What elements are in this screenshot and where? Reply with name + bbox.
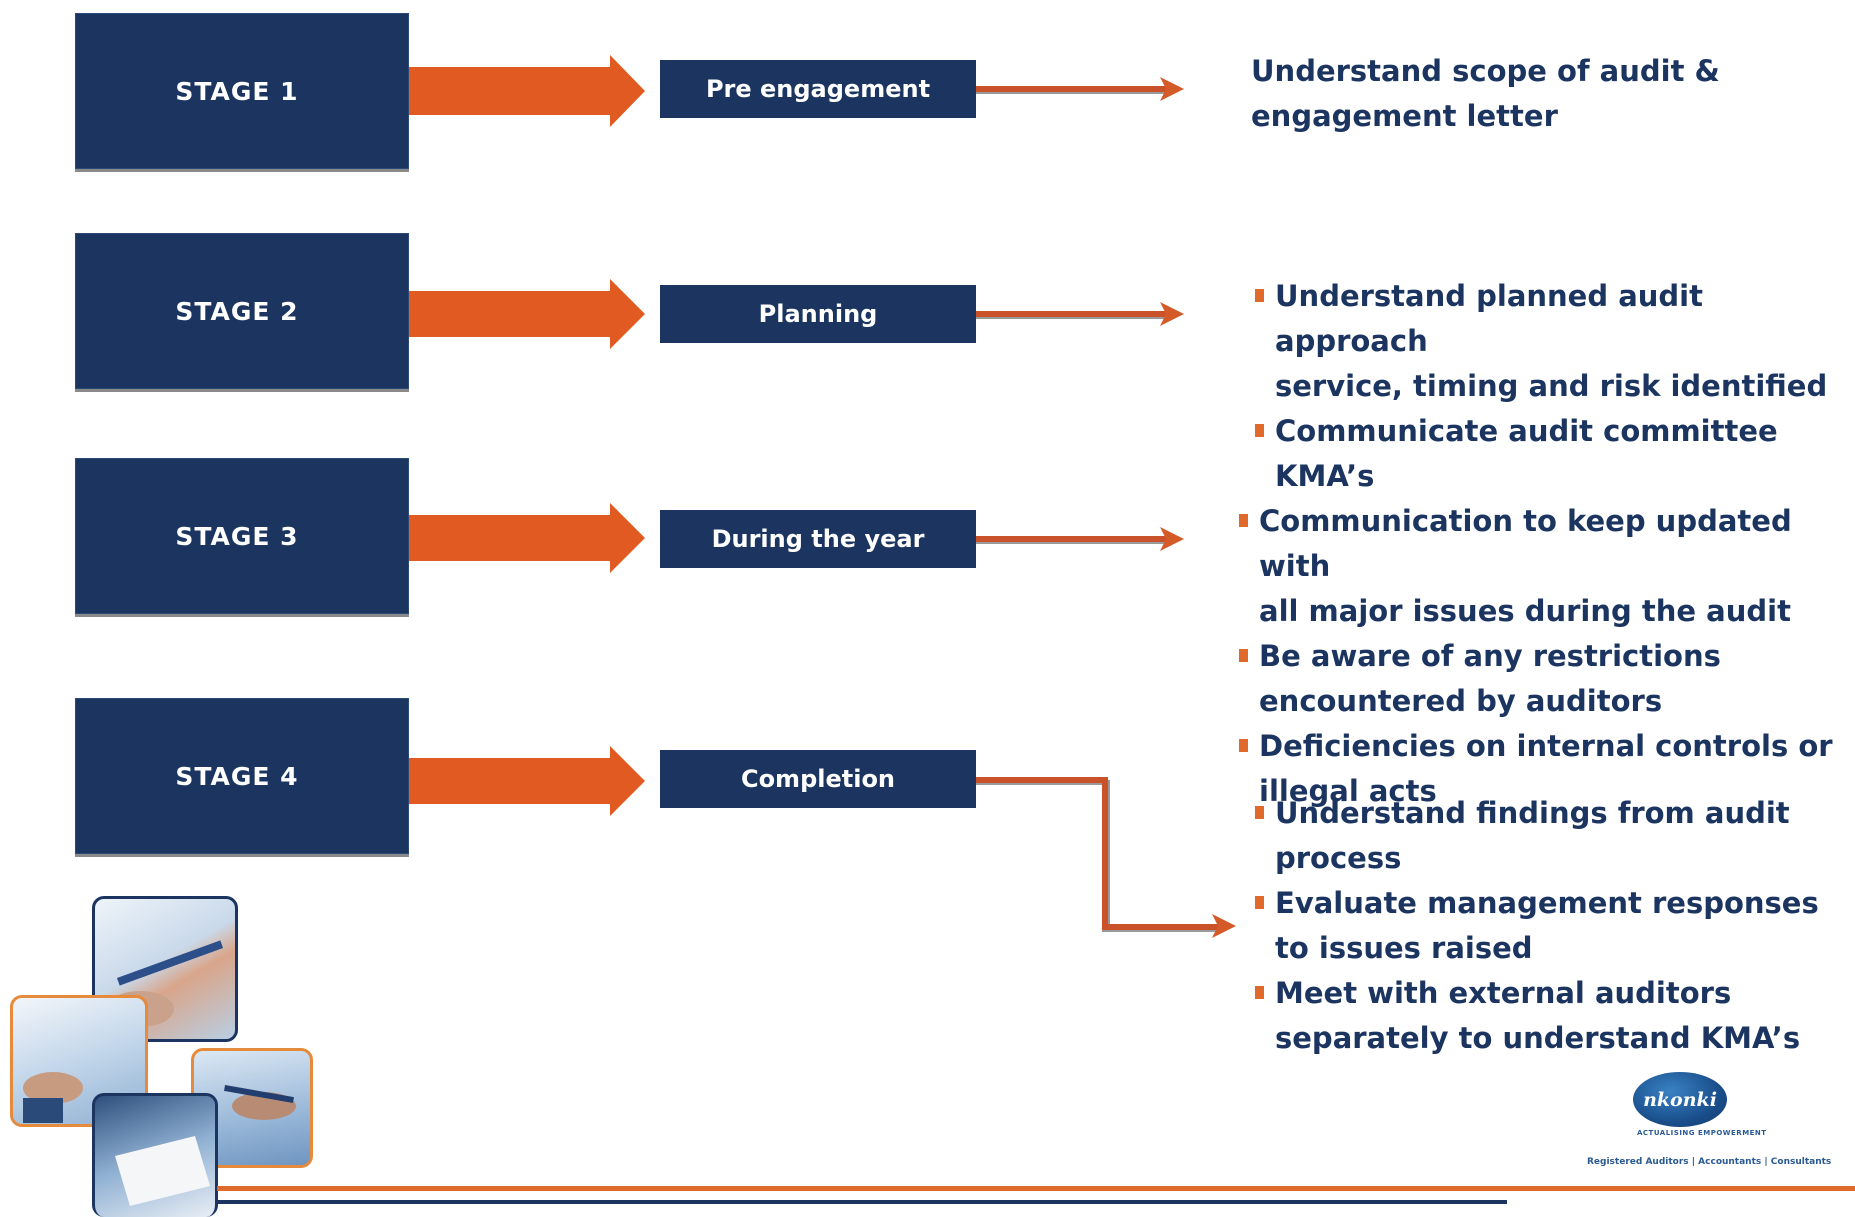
bullet-icon bbox=[1239, 649, 1248, 662]
stage-3-note: Communication to keep updated with all m… bbox=[1235, 499, 1855, 814]
stage-1-box: STAGE 1 bbox=[75, 13, 409, 169]
phase-completion-box: Completion bbox=[660, 750, 976, 808]
note-bullet-item: Meet with external auditors separately t… bbox=[1251, 971, 1819, 1061]
note-bullet-item: Understand findings from audit process bbox=[1251, 791, 1819, 881]
phase4-to-note-arrow bbox=[976, 777, 1236, 938]
note-bullet-item: Evaluate management responses to issues … bbox=[1251, 881, 1819, 971]
signing-image bbox=[224, 1084, 296, 1120]
note-bullet-item: Communicate audit committee KMA’s bbox=[1251, 409, 1855, 499]
bullet-icon bbox=[1239, 739, 1248, 752]
note-line: Communication to keep updated with bbox=[1259, 504, 1792, 583]
logo-name: nkonki bbox=[1643, 1088, 1717, 1111]
note-line: Understand planned audit approach bbox=[1275, 279, 1703, 358]
phase2-to-note-arrow bbox=[976, 302, 1184, 326]
stage1-to-phase-arrow bbox=[409, 55, 645, 127]
stage-1-note: Understand scope of audit & engagement l… bbox=[1251, 49, 1720, 139]
stage-1-label: STAGE 1 bbox=[175, 76, 299, 106]
phase-3-label: During the year bbox=[711, 525, 925, 553]
phase1-to-note-arrow bbox=[976, 77, 1184, 101]
note-bullet-item: Communication to keep updated with all m… bbox=[1235, 499, 1855, 634]
business-photo-bottom bbox=[92, 1093, 218, 1217]
stage-1-note-line: engagement letter bbox=[1251, 99, 1558, 133]
bullet-icon bbox=[1255, 986, 1264, 999]
note-line: to issues raised bbox=[1275, 931, 1533, 965]
bullet-icon bbox=[1255, 424, 1264, 437]
phase-1-label: Pre engagement bbox=[705, 75, 931, 103]
note-line: Deficiencies on internal controls or bbox=[1259, 729, 1833, 763]
phase3-to-note-arrow bbox=[976, 527, 1184, 551]
note-line: KMA’s bbox=[1275, 459, 1375, 493]
stage-1-note-line: Understand scope of audit & bbox=[1251, 54, 1720, 88]
note-line: process bbox=[1275, 841, 1402, 875]
stage-2-note: Understand planned audit approach servic… bbox=[1251, 274, 1855, 499]
phase-during-year-box: During the year bbox=[660, 510, 976, 568]
handshake-image bbox=[23, 1072, 83, 1123]
note-line: illegal acts bbox=[1259, 774, 1437, 808]
footer-orange-line bbox=[217, 1186, 1855, 1191]
phase-2-label: Planning bbox=[758, 300, 878, 328]
note-bullet-item: Deficiencies on internal controls or ill… bbox=[1235, 724, 1855, 814]
stage-2-box: STAGE 2 bbox=[75, 233, 409, 389]
note-line: Communicate audit committee bbox=[1275, 414, 1778, 448]
nkonki-logo: nkonki bbox=[1633, 1072, 1727, 1127]
stage-2-label: STAGE 2 bbox=[175, 296, 299, 326]
logo-tagline: ACTUALISING EMPOWERMENT bbox=[1637, 1129, 1767, 1137]
note-line: Evaluate management responses bbox=[1275, 886, 1819, 920]
stage-3-box: STAGE 3 bbox=[75, 458, 409, 614]
phase-planning-box: Planning bbox=[660, 285, 976, 343]
papers-image bbox=[115, 1136, 210, 1206]
bullet-icon bbox=[1255, 896, 1264, 909]
note-line: service, timing and risk identified bbox=[1275, 369, 1828, 403]
phase-pre-engagement-box: Pre engagement bbox=[660, 60, 976, 118]
stage-4-box: STAGE 4 bbox=[75, 698, 409, 854]
phase-4-label: Completion bbox=[740, 765, 896, 793]
footer-navy-line bbox=[217, 1200, 1507, 1204]
note-line: Meet with external auditors bbox=[1275, 976, 1732, 1010]
stage-4-note: Understand findings from audit process E… bbox=[1251, 791, 1819, 1061]
note-line: Be aware of any restrictions bbox=[1259, 639, 1721, 673]
note-line: separately to understand KMA’s bbox=[1275, 1021, 1801, 1055]
note-line: encountered by auditors bbox=[1259, 684, 1663, 718]
footer-services-text: Registered Auditors | Accountants | Cons… bbox=[1587, 1157, 1832, 1167]
stage-4-label: STAGE 4 bbox=[175, 761, 299, 791]
bullet-icon bbox=[1239, 514, 1248, 527]
stage4-to-phase-arrow bbox=[405, 746, 645, 816]
stage-3-label: STAGE 3 bbox=[175, 521, 299, 551]
note-line: Understand findings from audit bbox=[1275, 796, 1790, 830]
note-bullet-item: Be aware of any restrictions encountered… bbox=[1235, 634, 1855, 724]
bullet-icon bbox=[1255, 806, 1264, 819]
bullet-icon bbox=[1255, 289, 1264, 302]
note-line: all major issues during the audit bbox=[1259, 594, 1791, 628]
stage3-to-phase-arrow bbox=[409, 503, 645, 573]
stage2-to-phase-arrow bbox=[409, 279, 645, 349]
note-bullet-item: Understand planned audit approach servic… bbox=[1251, 274, 1855, 409]
